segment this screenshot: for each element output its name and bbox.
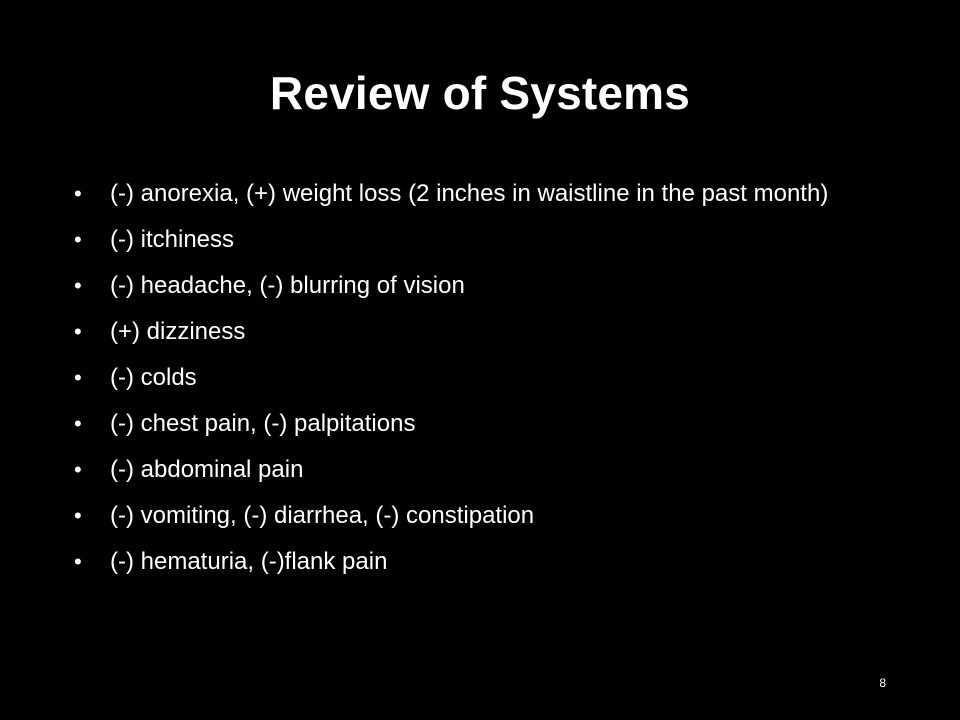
bullet-icon: • <box>74 457 82 482</box>
bullet-icon: • <box>74 365 82 390</box>
bullet-text: (-) abdominal pain <box>110 456 304 483</box>
bullet-icon: • <box>74 411 82 436</box>
bullet-item: • (-) anorexia, (+) weight loss (2 inche… <box>72 176 892 212</box>
bullet-text: (-) itchiness <box>110 226 235 253</box>
bullet-item: • (+) dizziness <box>72 314 892 350</box>
bullet-icon: • <box>74 319 82 344</box>
bullet-text: (-) hematuria, (-)flank pain <box>110 548 388 575</box>
slide-title: Review of Systems <box>269 67 691 119</box>
bullet-list: • (-) anorexia, (+) weight loss (2 inche… <box>72 176 892 590</box>
bullet-item: • (-) itchiness <box>72 222 892 258</box>
bullet-text: (+) dizziness <box>110 318 246 345</box>
bullet-item: • (-) hematuria, (-)flank pain <box>72 544 892 580</box>
bullet-text: (-) headache, (-) blurring of vision <box>110 272 465 299</box>
bullet-text: (-) vomiting, (-) diarrhea, (-) constipa… <box>110 502 535 529</box>
bullet-item: • (-) headache, (-) blurring of vision <box>72 268 892 304</box>
bullet-text: (-) anorexia, (+) weight loss (2 inches … <box>110 180 829 207</box>
bullet-item: • (-) vomiting, (-) diarrhea, (-) consti… <box>72 498 892 534</box>
bullet-item: • (-) abdominal pain <box>72 452 892 488</box>
bullet-icon: • <box>74 273 82 298</box>
bullet-icon: • <box>74 181 82 206</box>
bullet-icon: • <box>74 549 82 574</box>
bullet-text: (-) chest pain, (-) palpitations <box>110 410 416 437</box>
bullet-item: • (-) colds <box>72 360 892 396</box>
bullet-icon: • <box>74 503 82 528</box>
bullet-icon: • <box>74 227 82 252</box>
page-number: 8 <box>879 676 886 690</box>
bullet-text: (-) colds <box>110 364 197 391</box>
bullet-item: • (-) chest pain, (-) palpitations <box>72 406 892 442</box>
